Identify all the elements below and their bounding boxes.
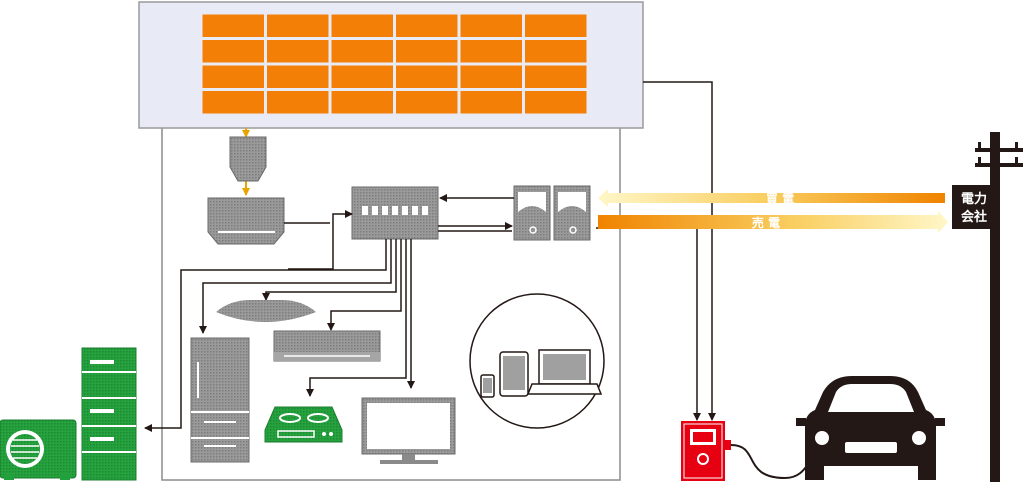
- solar-cell: [396, 91, 458, 114]
- power-company-label-2: 会社: [961, 209, 987, 225]
- solar-cell: [460, 40, 522, 63]
- solar-cell: [202, 14, 264, 37]
- buy-label: 買 電: [766, 192, 794, 206]
- air-conditioner: [273, 330, 381, 362]
- solar-cell: [202, 65, 264, 88]
- ceiling-light: [216, 300, 316, 322]
- breaker-switch: [402, 206, 408, 215]
- sell-label: 売 電: [752, 215, 780, 230]
- solar-cell: [267, 40, 329, 63]
- breaker-switch: [422, 206, 428, 215]
- breaker-switch: [372, 206, 378, 215]
- breaker-switch: [412, 206, 418, 215]
- solar-cell: [202, 40, 264, 63]
- connection-box: [229, 136, 267, 182]
- power-company-box: 電力 会社: [952, 185, 996, 229]
- power-company-label-1: 電力: [961, 191, 987, 207]
- distribution-board: [351, 186, 439, 240]
- charging-cable: [730, 444, 817, 480]
- buy-electricity-arrow: 買 電: [598, 189, 945, 207]
- solar-cell: [525, 40, 587, 63]
- electric-vehicle: [796, 376, 945, 480]
- solar-cell: [525, 65, 587, 88]
- solar-panel: [138, 1, 644, 129]
- sell-electricity-arrow: 売 電: [598, 211, 948, 233]
- breaker-switch: [392, 206, 398, 215]
- devices-circle: [469, 293, 605, 429]
- solar-cell: [331, 40, 393, 63]
- solar-cell: [460, 91, 522, 114]
- breaker-switch: [382, 206, 388, 215]
- power-conditioner: [207, 197, 285, 245]
- hot-water-tank: [81, 347, 137, 481]
- solar-cell: [267, 65, 329, 88]
- solar-cell: [525, 91, 587, 114]
- solar-cell: [331, 65, 393, 88]
- ev-charger: [681, 421, 731, 481]
- breaker-switch: [362, 206, 368, 215]
- solar-cell: [267, 14, 329, 37]
- utility-pole: [975, 132, 1023, 482]
- solar-cell: [331, 14, 393, 37]
- solar-cell: [396, 40, 458, 63]
- branch-wires: [144, 239, 415, 432]
- solar-cell: [331, 91, 393, 114]
- solar-cell: [460, 65, 522, 88]
- wire-board-in: [288, 210, 353, 270]
- solar-cell: [396, 65, 458, 88]
- wire-panel-to-charger: [643, 81, 716, 421]
- television: [361, 397, 456, 464]
- heat-pump-unit: [0, 419, 77, 480]
- solar-cell: [396, 14, 458, 37]
- power-meters: [513, 185, 591, 241]
- solar-cell: [525, 14, 587, 37]
- solar-cell: [267, 91, 329, 114]
- refrigerator: [190, 337, 250, 463]
- solar-cell: [202, 91, 264, 114]
- solar-cell: [460, 14, 522, 37]
- ih-cooktop: [264, 406, 343, 443]
